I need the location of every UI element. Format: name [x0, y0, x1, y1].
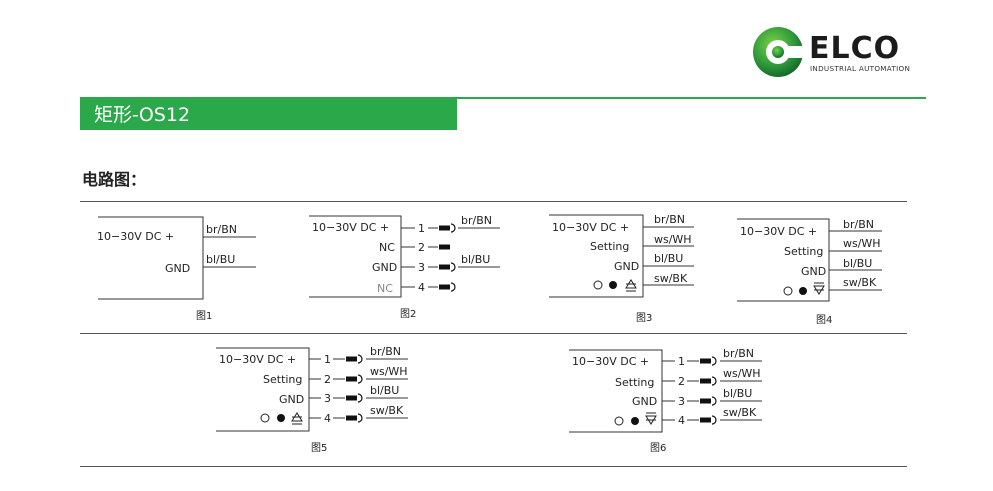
d6-pin3: 3 — [678, 395, 685, 408]
d5-wire4-label: sw/BK — [370, 404, 404, 417]
d1-caption: 图1 — [196, 310, 212, 322]
d5-setting-label: Setting — [263, 373, 302, 386]
d4-wire1-label: br/BN — [843, 218, 874, 231]
d2-pin2: 2 — [418, 241, 425, 254]
diagram-3 — [549, 214, 694, 298]
d4-setting-label: Setting — [784, 245, 823, 258]
d6-gnd-label: GND — [632, 395, 657, 408]
d3-indicator-icons — [593, 279, 637, 292]
d3-wire4-label: sw/BK — [654, 272, 688, 285]
d1-supply-label: 10−30V DC + — [97, 230, 174, 243]
elco-logo-icon — [753, 27, 804, 77]
diagram-2 — [309, 215, 500, 298]
d2-caption: 图2 — [400, 308, 416, 320]
d5-pin1: 1 — [324, 353, 331, 366]
divider-bottom — [80, 466, 907, 467]
d2-nc-label: NC — [379, 241, 395, 254]
d4-caption: 图4 — [816, 314, 832, 326]
d1-wire2-label: bl/BU — [206, 253, 235, 266]
d5-wire2-label: ws/WH — [370, 365, 408, 378]
d2-nc-gray-label: NC — [377, 282, 393, 295]
title-bar — [80, 98, 457, 130]
section-heading: 电路图： — [82, 170, 147, 189]
divider-middle — [80, 333, 907, 334]
d6-pin2: 2 — [678, 375, 685, 388]
diagram-4 — [737, 218, 882, 302]
d6-setting-label: Setting — [615, 376, 654, 389]
d6-pin4: 4 — [678, 414, 685, 427]
d3-wire2-label: ws/WH — [654, 233, 692, 246]
d5-pin4: 4 — [324, 412, 331, 425]
d2-pin1: 1 — [418, 222, 425, 235]
d5-wire3-label: bl/BU — [370, 384, 399, 397]
d2-gnd-label: GND — [372, 261, 397, 274]
d4-wire2-label: ws/WH — [843, 237, 881, 250]
brand-name: ELCO — [809, 31, 901, 66]
d2-pin3: 3 — [418, 261, 425, 274]
d3-caption: 图3 — [636, 312, 652, 324]
d4-gnd-label: GND — [801, 265, 826, 278]
d5-caption: 图5 — [311, 442, 327, 454]
d5-indicator-icons — [260, 412, 303, 425]
d5-wire1-label: br/BN — [370, 345, 401, 358]
divider-top — [80, 201, 907, 202]
d5-supply-label: 10−30V DC + — [219, 353, 296, 366]
d1-wire1-label: br/BN — [206, 223, 237, 236]
diagram-6 — [569, 349, 762, 433]
page-title: 矩形-OS12 — [94, 104, 191, 126]
header-rule — [80, 97, 926, 99]
brand-tagline: INDUSTRIAL AUTOMATION — [810, 64, 911, 73]
d5-pin3: 3 — [324, 392, 331, 405]
d6-wire4-label: sw/BK — [723, 406, 757, 419]
elco-logo: ELCO INDUSTRIAL AUTOMATION — [752, 26, 927, 82]
d4-supply-label: 10−30V DC + — [740, 225, 817, 238]
d4-wire4-label: sw/BK — [843, 276, 877, 289]
d5-pin2: 2 — [324, 373, 331, 386]
d3-supply-label: 10−30V DC + — [552, 221, 629, 234]
d2-wire3-label: bl/BU — [461, 253, 490, 266]
d2-supply-label: 10−30V DC + — [312, 221, 389, 234]
d6-supply-label: 10−30V DC + — [572, 355, 649, 368]
d6-wire3-label: bl/BU — [723, 387, 752, 400]
d4-wire3-label: bl/BU — [843, 257, 872, 270]
d3-wire3-label: bl/BU — [654, 252, 683, 265]
d3-setting-label: Setting — [590, 240, 629, 253]
d6-indicator-icons — [614, 412, 657, 426]
d6-wire2-label: ws/WH — [723, 367, 761, 380]
d6-pin1: 1 — [678, 355, 685, 368]
d6-wire1-label: br/BN — [723, 347, 754, 360]
diagram-5 — [216, 347, 408, 432]
diagram-1 — [98, 216, 256, 300]
d6-caption: 图6 — [650, 442, 666, 454]
d2-pin4: 4 — [418, 281, 425, 294]
d3-wire1-label: br/BN — [654, 213, 685, 226]
d1-gnd-label: GND — [165, 262, 190, 275]
d5-gnd-label: GND — [279, 393, 304, 406]
d4-indicator-icons — [783, 282, 825, 296]
d2-wire1-label: br/BN — [461, 214, 492, 227]
d3-gnd-label: GND — [614, 260, 639, 273]
